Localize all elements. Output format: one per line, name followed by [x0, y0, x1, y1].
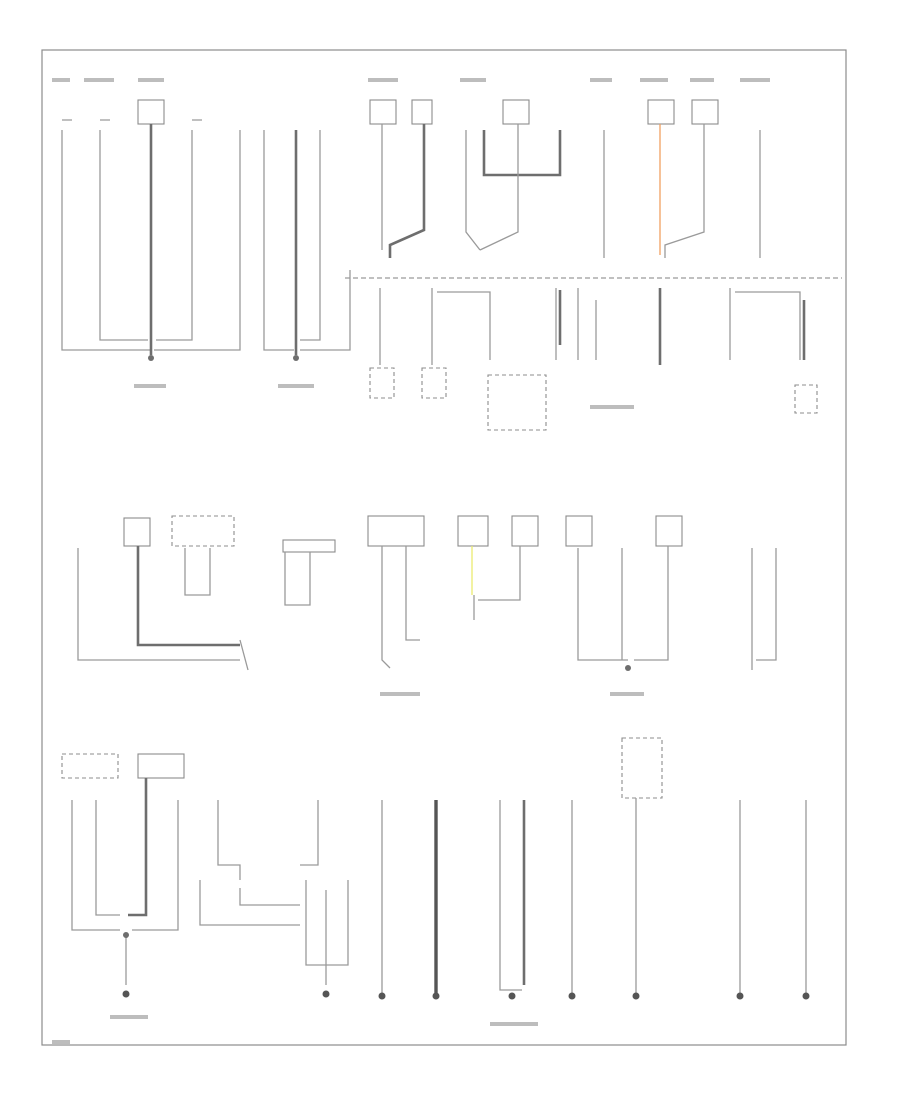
ground-point: [508, 992, 516, 1000]
splice-point: [625, 665, 631, 671]
component-box: [621, 737, 663, 799]
component-box: [367, 515, 425, 547]
diagram-frame: [41, 49, 847, 1046]
splice-point: [148, 355, 154, 361]
section-top-grounds: [61, 99, 842, 431]
component-box: [282, 539, 336, 553]
component-box: [137, 753, 185, 779]
component-box: [369, 99, 397, 125]
illegible-label-marks: [52, 78, 770, 1044]
ground-point: [568, 992, 576, 1000]
component-box: [171, 515, 235, 547]
component-box: [137, 99, 165, 125]
component-box: [565, 515, 593, 547]
ground-point: [802, 992, 810, 1000]
section-bottom-grounds: [61, 737, 810, 1000]
component-box: [647, 99, 675, 125]
ground-cluster-g1: [61, 99, 241, 361]
upper-component-row: [369, 99, 761, 258]
component-box: [794, 384, 818, 414]
component-box: [511, 515, 539, 547]
ground-point: [378, 992, 386, 1000]
component-box: [123, 517, 151, 547]
component-box: [421, 367, 447, 399]
ground-cluster-g2: [263, 130, 351, 361]
component-box: [411, 99, 433, 125]
component-box: [487, 374, 547, 431]
ground-point: [736, 992, 744, 1000]
section-middle-grounds: [77, 515, 777, 671]
ground-point: [432, 992, 440, 1000]
splice-point: [123, 932, 129, 938]
ground-point: [122, 990, 130, 998]
component-box: [61, 753, 119, 779]
component-box: [691, 99, 719, 125]
bus-drop-row: [369, 288, 818, 431]
splice-point: [293, 355, 299, 361]
component-box: [369, 367, 395, 399]
component-box: [502, 99, 530, 125]
ground-point: [322, 990, 330, 998]
component-box: [655, 515, 683, 547]
ground-point: [632, 992, 640, 1000]
component-box: [457, 515, 489, 547]
